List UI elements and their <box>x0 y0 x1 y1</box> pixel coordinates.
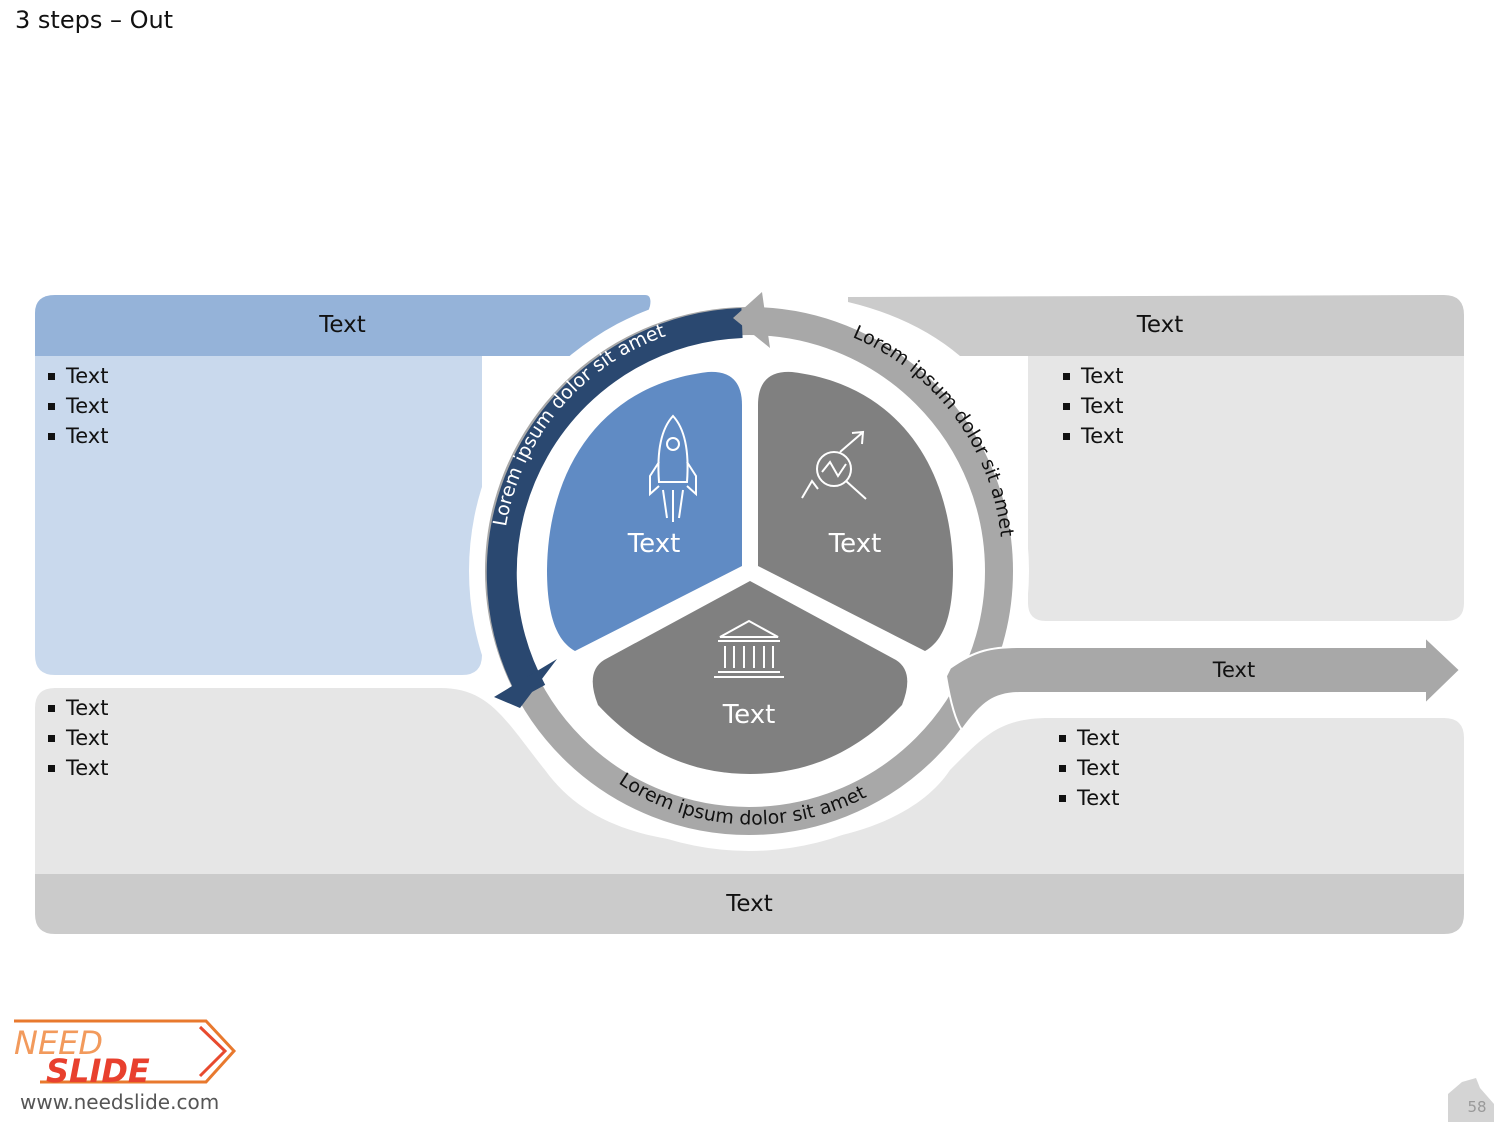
page-number: 58 <box>1467 1098 1487 1116</box>
top-left-header: Text <box>319 312 366 338</box>
segment-3-label: Text <box>722 700 776 730</box>
list-item: Text <box>1063 391 1123 421</box>
logo-line-2: SLIDE <box>46 1052 150 1090</box>
top-right-panel <box>848 295 1464 621</box>
segment-2 <box>758 371 953 651</box>
out-arrow <box>944 634 1462 732</box>
top-right-header: Text <box>1136 312 1184 338</box>
list-item: Text <box>1059 753 1119 783</box>
top-right-bullets: Text Text Text <box>1063 361 1123 451</box>
footer-bar <box>35 874 1464 934</box>
bottom-panel <box>35 688 1464 934</box>
list-item: Text <box>1059 723 1119 753</box>
list-item: Text <box>1063 421 1123 451</box>
analytics-magnifier-icon <box>801 430 867 500</box>
segment-1-label: Text <box>627 529 681 559</box>
page-corner-icon <box>1448 1078 1494 1122</box>
bank-building-icon <box>714 619 784 678</box>
top-left-panel <box>35 295 651 675</box>
rocket-icon <box>649 414 697 522</box>
list-item: Text <box>1059 783 1119 813</box>
list-item: Text <box>48 723 108 753</box>
logo-line-1: NEED <box>14 1024 103 1062</box>
slide-title: 3 steps – Out <box>15 6 174 34</box>
list-item: Text <box>48 391 108 421</box>
top-left-bullets: Text Text Text <box>48 361 108 451</box>
bottom-right-bullets: Text Text Text <box>1059 723 1119 813</box>
gray-arrowhead <box>733 292 770 348</box>
out-arrow-label: Text <box>1212 658 1255 682</box>
list-item: Text <box>48 421 108 451</box>
list-item: Text <box>48 753 108 783</box>
segment-1 <box>547 371 742 651</box>
list-item: Text <box>48 693 108 723</box>
list-item: Text <box>1063 361 1123 391</box>
blue-arc-arrow <box>486 308 743 708</box>
list-item: Text <box>48 361 108 391</box>
logo-url[interactable]: www.needslide.com <box>20 1090 220 1114</box>
segment-2-label: Text <box>828 529 882 559</box>
bottom-left-bullets: Text Text Text <box>48 693 108 783</box>
needslide-logo: NEED SLIDE <box>14 1019 237 1090</box>
footer-bar-label: Text <box>726 891 773 917</box>
